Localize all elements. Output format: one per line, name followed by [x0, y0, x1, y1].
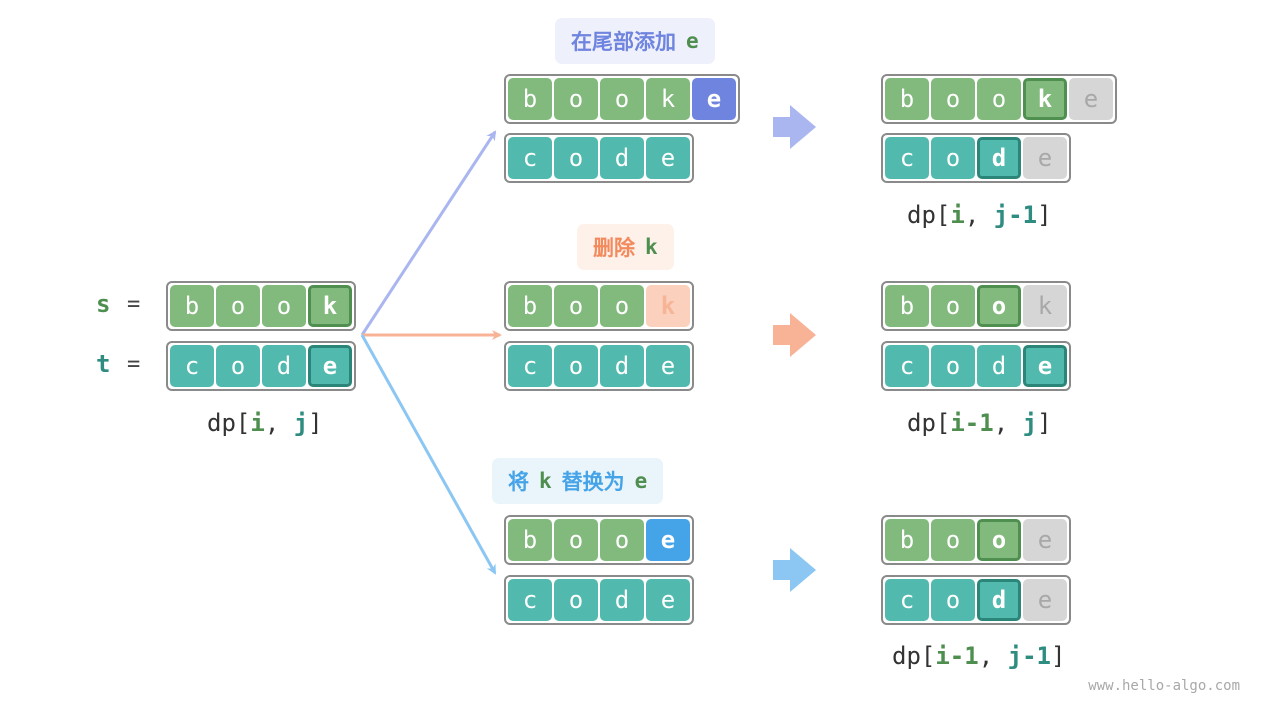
char-cell: o — [931, 345, 975, 387]
char-cell-highlighted: d — [977, 579, 1021, 621]
char-cell: b — [508, 78, 552, 120]
s-equals: = — [127, 292, 141, 317]
delete-result-arrow — [773, 313, 816, 357]
char-cell: c — [885, 579, 929, 621]
char-cell: o — [554, 285, 598, 327]
char-cell: c — [885, 345, 929, 387]
replace-result-arrow — [773, 548, 816, 592]
char-cell: o — [931, 579, 975, 621]
char-cell: c — [508, 137, 552, 179]
insert-t-row: c o d e — [504, 133, 694, 183]
char-cell: o — [931, 519, 975, 561]
char-cell: e — [646, 137, 690, 179]
char-cell-excluded: e — [1023, 519, 1067, 561]
char-cell-highlighted: d — [977, 137, 1021, 179]
insert-result-arrow — [773, 105, 816, 149]
char-cell: b — [170, 285, 214, 327]
s-variable: s — [96, 290, 111, 318]
char-cell-excluded: e — [1069, 78, 1113, 120]
insert-result-t-row: c o d e — [881, 133, 1071, 183]
char-cell: o — [600, 285, 644, 327]
char-cell: o — [600, 78, 644, 120]
replace-dp-label: dp[i-1, j-1] — [892, 642, 1066, 670]
char-cell: b — [508, 285, 552, 327]
char-cell: o — [554, 78, 598, 120]
insert-dp-label: dp[i, j-1] — [907, 201, 1052, 229]
char-cell: b — [885, 519, 929, 561]
char-cell-highlighted: e — [1023, 345, 1067, 387]
char-cell: o — [931, 285, 975, 327]
replace-arrow — [360, 334, 497, 575]
replace-result-t-row: c o d e — [881, 575, 1071, 625]
char-cell: o — [262, 285, 306, 327]
char-cell-inserted: e — [692, 78, 736, 120]
char-cell: e — [646, 579, 690, 621]
char-cell-excluded: e — [1023, 137, 1067, 179]
char-cell: b — [508, 519, 552, 561]
char-cell-highlighted: o — [977, 285, 1021, 327]
delete-result-t-row: c o d e — [881, 341, 1071, 391]
replace-t-row: c o d e — [504, 575, 694, 625]
char-cell: o — [554, 519, 598, 561]
char-cell: b — [885, 78, 929, 120]
char-cell-excluded: k — [1023, 285, 1067, 327]
replace-result-s-row: b o o e — [881, 515, 1071, 565]
char-cell: o — [931, 137, 975, 179]
char-cell: k — [646, 78, 690, 120]
char-cell-highlighted: k — [308, 285, 352, 327]
insert-arrow — [360, 130, 497, 336]
char-cell-deleted: k — [646, 285, 690, 327]
left-s-row: b o o k — [166, 281, 356, 331]
char-cell-highlighted: k — [1023, 78, 1067, 120]
t-equals: = — [127, 352, 141, 377]
char-cell: o — [977, 78, 1021, 120]
char-cell: d — [600, 137, 644, 179]
char-cell: o — [554, 579, 598, 621]
char-cell: c — [885, 137, 929, 179]
delete-t-row: c o d e — [504, 341, 694, 391]
char-cell: o — [554, 345, 598, 387]
char-cell: o — [600, 519, 644, 561]
char-cell-excluded: e — [1023, 579, 1067, 621]
char-cell: c — [508, 345, 552, 387]
char-cell: b — [885, 285, 929, 327]
char-cell: o — [931, 78, 975, 120]
char-cell: d — [262, 345, 306, 387]
replace-s-row: b o o e — [504, 515, 694, 565]
t-variable: t — [96, 350, 111, 378]
char-cell: d — [600, 345, 644, 387]
delete-s-row: b o o k — [504, 281, 694, 331]
left-t-row: c o d e — [166, 341, 356, 391]
char-cell-highlighted: e — [308, 345, 352, 387]
char-cell: e — [646, 345, 690, 387]
insert-s-row: b o o k e — [504, 74, 740, 124]
delete-result-s-row: b o o k — [881, 281, 1071, 331]
char-cell: o — [216, 285, 260, 327]
char-cell-highlighted: o — [977, 519, 1021, 561]
char-cell: c — [170, 345, 214, 387]
char-cell: o — [216, 345, 260, 387]
char-cell: d — [600, 579, 644, 621]
char-cell: d — [977, 345, 1021, 387]
char-cell: o — [554, 137, 598, 179]
char-cell-replaced: e — [646, 519, 690, 561]
site-watermark: www.hello-algo.com — [1088, 678, 1240, 694]
left-dp-label: dp[i, j] — [207, 409, 323, 437]
char-cell: c — [508, 579, 552, 621]
delete-dp-label: dp[i-1, j] — [907, 409, 1052, 437]
insert-result-s-row: b o o k e — [881, 74, 1117, 124]
